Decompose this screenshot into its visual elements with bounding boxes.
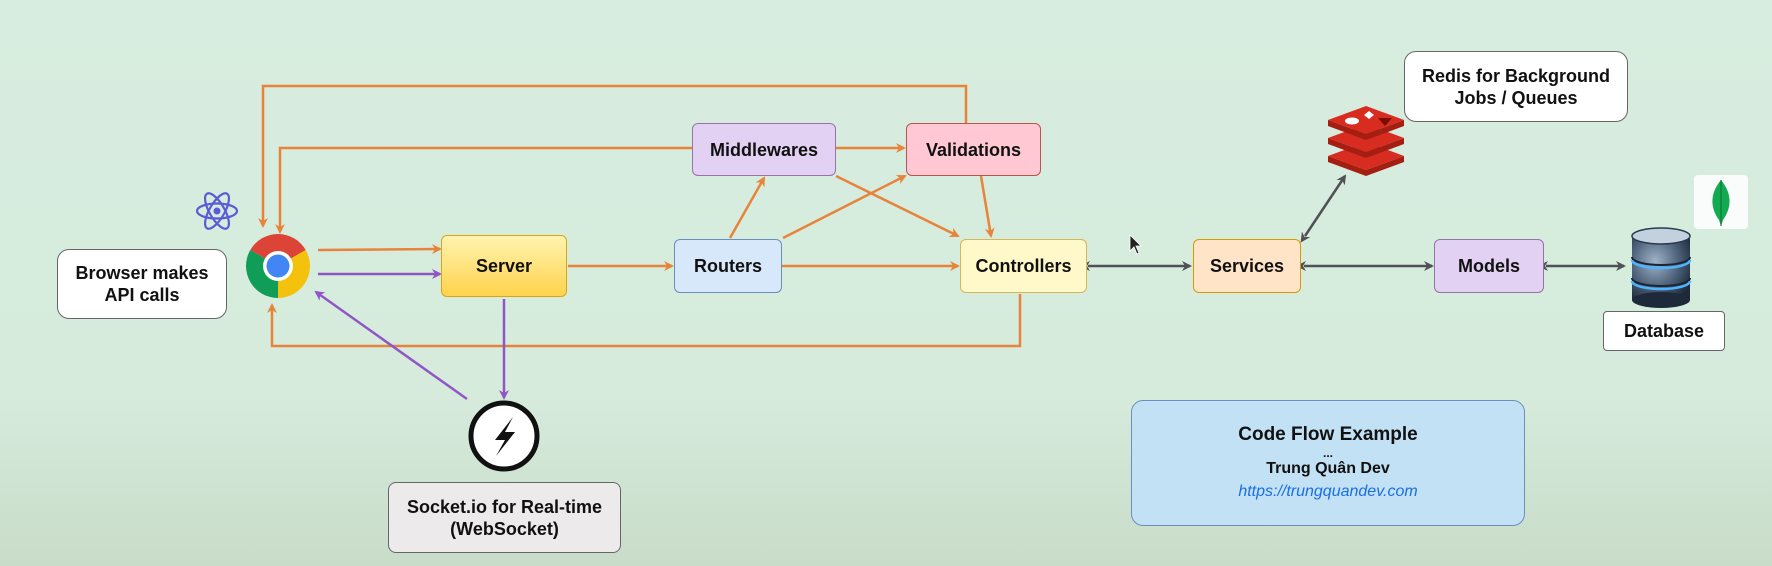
routers-to-validations-arrow	[782, 174, 907, 240]
code-flow-link[interactable]: https://trungquandev.com	[1238, 483, 1418, 500]
middlewares-node[interactable]: Middlewares	[692, 123, 836, 176]
redis-note-line-2: Jobs / Queues	[1454, 87, 1578, 108]
routers-to-middlewares-arrow	[728, 176, 766, 239]
browser-to-server-arrow	[317, 244, 442, 255]
controllers-label: Controllers	[975, 256, 1072, 276]
validations-to-controllers-arrow	[979, 175, 995, 238]
code-flow-title: Code Flow Example	[1238, 424, 1418, 445]
controllers-to-browser-response-arrow	[267, 294, 1022, 348]
models-node[interactable]: Models	[1434, 239, 1544, 293]
redis-note-line-1: Redis for Background	[1421, 65, 1611, 86]
controllers-node[interactable]: Controllers	[960, 239, 1087, 293]
routers-node[interactable]: Routers	[674, 239, 782, 293]
socketio-note-line-2: (WebSocket)	[450, 518, 559, 539]
code-flow-dots: ...	[1322, 446, 1333, 460]
code-flow-card: Code Flow Example ... Trung Quân Dev htt…	[1131, 400, 1525, 526]
validations-label: Validations	[925, 139, 1022, 160]
services-redis-arrow	[1300, 174, 1347, 243]
browser-note-line-1: Browser makes	[75, 263, 209, 283]
code-flow-author: Trung Quân Dev	[1266, 460, 1390, 477]
server-node[interactable]: Server	[441, 235, 567, 297]
mouse-cursor-icon	[1129, 234, 1142, 255]
socketio-icon[interactable]	[468, 400, 540, 472]
validations-node[interactable]: Validations	[906, 123, 1041, 176]
services-node[interactable]: Services	[1193, 239, 1301, 293]
redis-note: Redis for Background Jobs / Queues	[1404, 51, 1628, 122]
middlewares-label: Middlewares	[709, 139, 819, 160]
browser-note: Browser makes API calls	[57, 249, 227, 319]
validations-to-browser-loop-arrow	[258, 84, 968, 228]
database-label: Database	[1623, 321, 1705, 341]
database-note: Database	[1603, 311, 1725, 351]
socketio-to-browser-arrow	[314, 290, 468, 401]
mongodb-icon	[1694, 175, 1748, 229]
redis-icon	[1328, 106, 1404, 176]
services-label: Services	[1209, 256, 1285, 276]
middlewares-to-controllers-arrow	[835, 174, 960, 238]
models-label: Models	[1457, 256, 1520, 276]
server-label: Server	[475, 256, 533, 276]
socketio-note: Socket.io for Real-time (WebSocket)	[388, 482, 621, 553]
socketio-note-line-1: Socket.io for Real-time	[406, 496, 603, 517]
database-icon	[1630, 227, 1692, 308]
react-icon	[195, 192, 239, 230]
middlewares-to-browser-arrow	[275, 146, 692, 234]
browser-note-line-2: API calls	[104, 285, 180, 305]
routers-label: Routers	[693, 256, 762, 276]
chrome-icon[interactable]	[246, 234, 310, 298]
